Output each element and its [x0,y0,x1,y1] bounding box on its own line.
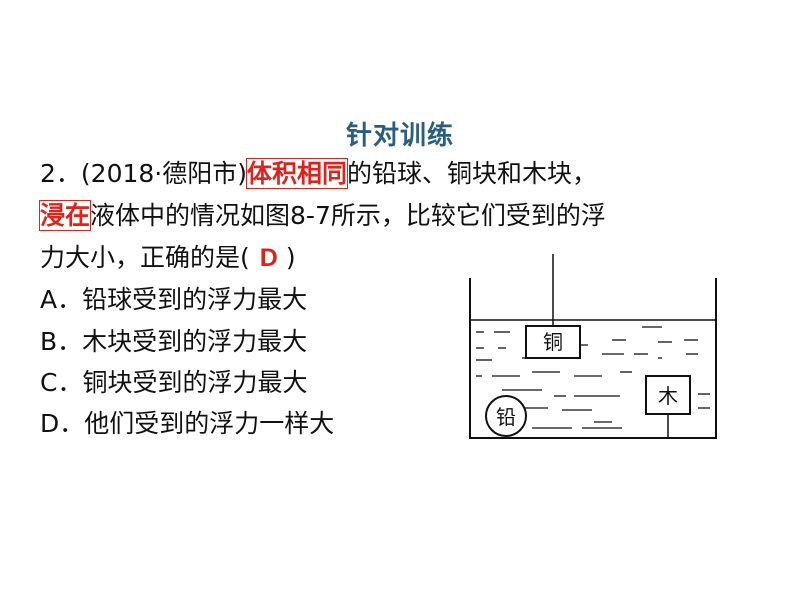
buoyancy-diagram: 铜 木 铅 [469,254,717,439]
option-d: D．他们受到的浮力一样大 [40,408,334,440]
copper-block [525,325,581,359]
option-a: A．铅球受到的浮力最大 [40,284,307,316]
wood-block [645,375,691,415]
question-line-3: 力大小，正确的是( D) [40,242,296,274]
copper-label: 铜 [543,330,563,354]
option-c: C．铜块受到的浮力最大 [40,367,307,399]
emphasis-immersed: 浸在 [38,200,92,231]
option-a-letter: A． [40,285,83,314]
wood-label: 木 [658,384,678,408]
question-line-1: 2．(2018·德阳市)体积相同的铅球、铜块和木块， [40,158,597,190]
liquid-hatching [476,326,710,429]
option-c-text: 铜块受到的浮力最大 [82,368,308,397]
question-number: 2． [40,159,81,188]
option-c-letter: C． [40,368,83,397]
lead-label: 铅 [496,405,516,429]
option-b-text: 木块受到的浮力最大 [82,327,308,356]
question-text-2: 液体中的情况如图8-7所示，比较它们受到的浮 [90,201,606,230]
section-title: 针对训练 [345,121,454,151]
container-outline [469,278,717,439]
answer-value: D [259,244,278,272]
option-d-text: 他们受到的浮力一样大 [84,409,335,438]
option-a-text: 铅球受到的浮力最大 [82,285,308,314]
option-b: B．木块受到的浮力最大 [40,326,307,358]
emphasis-same-volume: 体积相同 [245,158,349,189]
question-text-3: 力大小，正确的是( [40,243,250,272]
question-text-3-end: ) [285,243,296,272]
lead-ball [485,395,527,437]
question-line-2: 浸在液体中的情况如图8-7所示，比较它们受到的浮 [38,200,606,232]
option-b-letter: B． [40,327,83,356]
option-d-letter: D． [40,409,85,438]
question-text-1: 的铅球、铜块和木块， [347,159,598,188]
question-source: (2018·德阳市) [80,159,247,188]
